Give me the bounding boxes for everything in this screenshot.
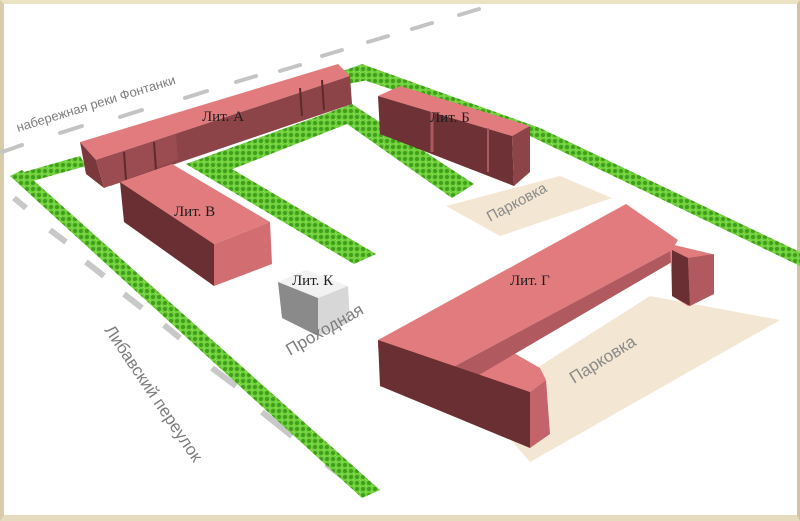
- building-lit-g[interactable]: [378, 204, 714, 448]
- label-lit-a: Лит. А: [202, 109, 244, 125]
- building-lit-v[interactable]: [120, 164, 272, 286]
- street-label-libavsky: Либавский переулок: [101, 322, 207, 466]
- building-lit-k[interactable]: [278, 270, 350, 336]
- label-lit-g: Лит. Г: [510, 273, 550, 289]
- road-north-dashes: [0, 7, 481, 154]
- building-lit-b[interactable]: [378, 86, 530, 186]
- lawn-courtyard: [186, 104, 474, 264]
- label-lit-v: Лит. В: [174, 204, 215, 220]
- parking-areas: [446, 176, 780, 462]
- label-lit-k: Лит. К: [292, 273, 334, 289]
- label-lit-b: Лит. Б: [430, 110, 470, 126]
- building-lit-a[interactable]: [80, 64, 352, 188]
